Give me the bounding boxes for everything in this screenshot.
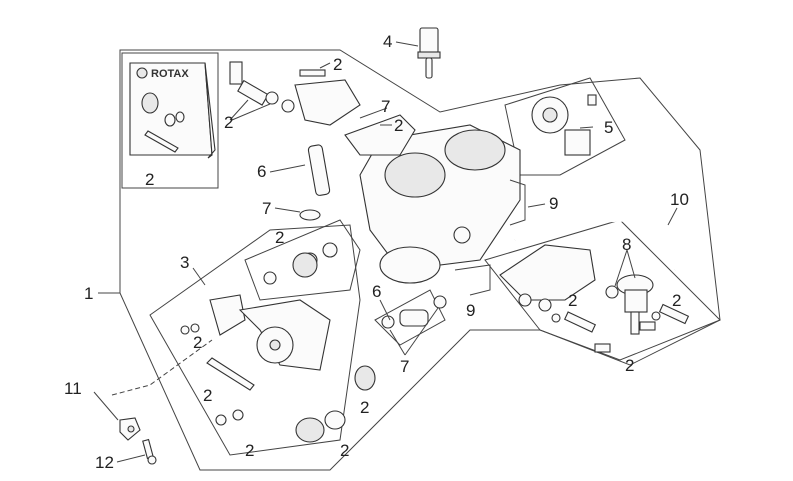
callout-6-top: 6 bbox=[257, 162, 266, 181]
banjo-bolt bbox=[229, 61, 295, 113]
temperature-sensor-4 bbox=[417, 27, 441, 79]
fuel-rail bbox=[499, 244, 596, 312]
callout-7-mid: 7 bbox=[262, 199, 271, 218]
callout-6-bottom: 6 bbox=[372, 282, 381, 301]
callout-2-screw: 2 bbox=[193, 333, 202, 352]
callout-10: 10 bbox=[670, 190, 689, 209]
injector-6-outline bbox=[374, 289, 446, 346]
callout-8: 8 bbox=[622, 235, 631, 254]
rotax-logo-icon bbox=[136, 67, 148, 79]
callout-9-top: 9 bbox=[549, 194, 558, 213]
callout-2-spring-top: 2 bbox=[275, 228, 284, 247]
callout-2-bracket: 2 bbox=[394, 116, 403, 135]
pressure-regulator-8 bbox=[605, 274, 654, 335]
callout-1: 1 bbox=[84, 284, 93, 303]
sub-kit-3-outline bbox=[149, 224, 361, 456]
callout-2-top-lever: 2 bbox=[333, 55, 342, 74]
callout-7-bottom: 7 bbox=[400, 357, 409, 376]
lever bbox=[294, 69, 361, 126]
injector-6-bottom bbox=[381, 295, 447, 329]
callouts: 1 2 2 2 2 3 4 5 6 6 7 7 7 8 9 9 10 11 12… bbox=[64, 32, 689, 472]
pipe-9-top bbox=[509, 179, 526, 226]
callout-9-bottom: 9 bbox=[466, 301, 475, 320]
kit-box bbox=[121, 52, 219, 189]
callout-2-screws: 2 bbox=[625, 356, 634, 375]
callout-2-kit: 2 bbox=[145, 170, 154, 189]
bracket-7 bbox=[344, 114, 416, 156]
callout-2-nozzle-left: 2 bbox=[568, 291, 577, 310]
callout-2-top-bolt: 2 bbox=[224, 113, 233, 132]
leader-lines bbox=[93, 41, 678, 463]
callout-2-link: 2 bbox=[203, 386, 212, 405]
mount-centerline bbox=[111, 339, 213, 396]
brand-label: ROTAX bbox=[151, 68, 189, 80]
callout-11: 11 bbox=[64, 379, 82, 398]
nozzles bbox=[551, 303, 690, 353]
callout-2-spring-bottom: 2 bbox=[340, 441, 349, 460]
callout-2-spring-right: 2 bbox=[360, 398, 369, 417]
screw-12 bbox=[142, 438, 157, 465]
assembly-1-outline bbox=[119, 49, 721, 471]
rotax-kit-booklet: ROTAX bbox=[129, 62, 216, 159]
clamp-11 bbox=[119, 417, 141, 441]
injector-6-top bbox=[299, 144, 331, 221]
pipe-9-bottom bbox=[454, 264, 491, 296]
throttle-position-sensor-5 bbox=[531, 94, 597, 156]
callout-7-top: 7 bbox=[381, 97, 390, 116]
fuel-rail-outline bbox=[484, 219, 721, 366]
sub-kit-2-outline bbox=[244, 219, 361, 301]
linkage-kit-3 bbox=[180, 242, 376, 443]
callout-12: 12 bbox=[95, 453, 114, 472]
callout-3: 3 bbox=[180, 253, 189, 272]
fuel-hose-10-inner bbox=[514, 218, 698, 272]
callout-2-nozzle-right: 2 bbox=[672, 291, 681, 310]
callout-4: 4 bbox=[383, 32, 392, 51]
callout-2-rings: 2 bbox=[245, 441, 254, 460]
callout-5: 5 bbox=[604, 118, 613, 137]
